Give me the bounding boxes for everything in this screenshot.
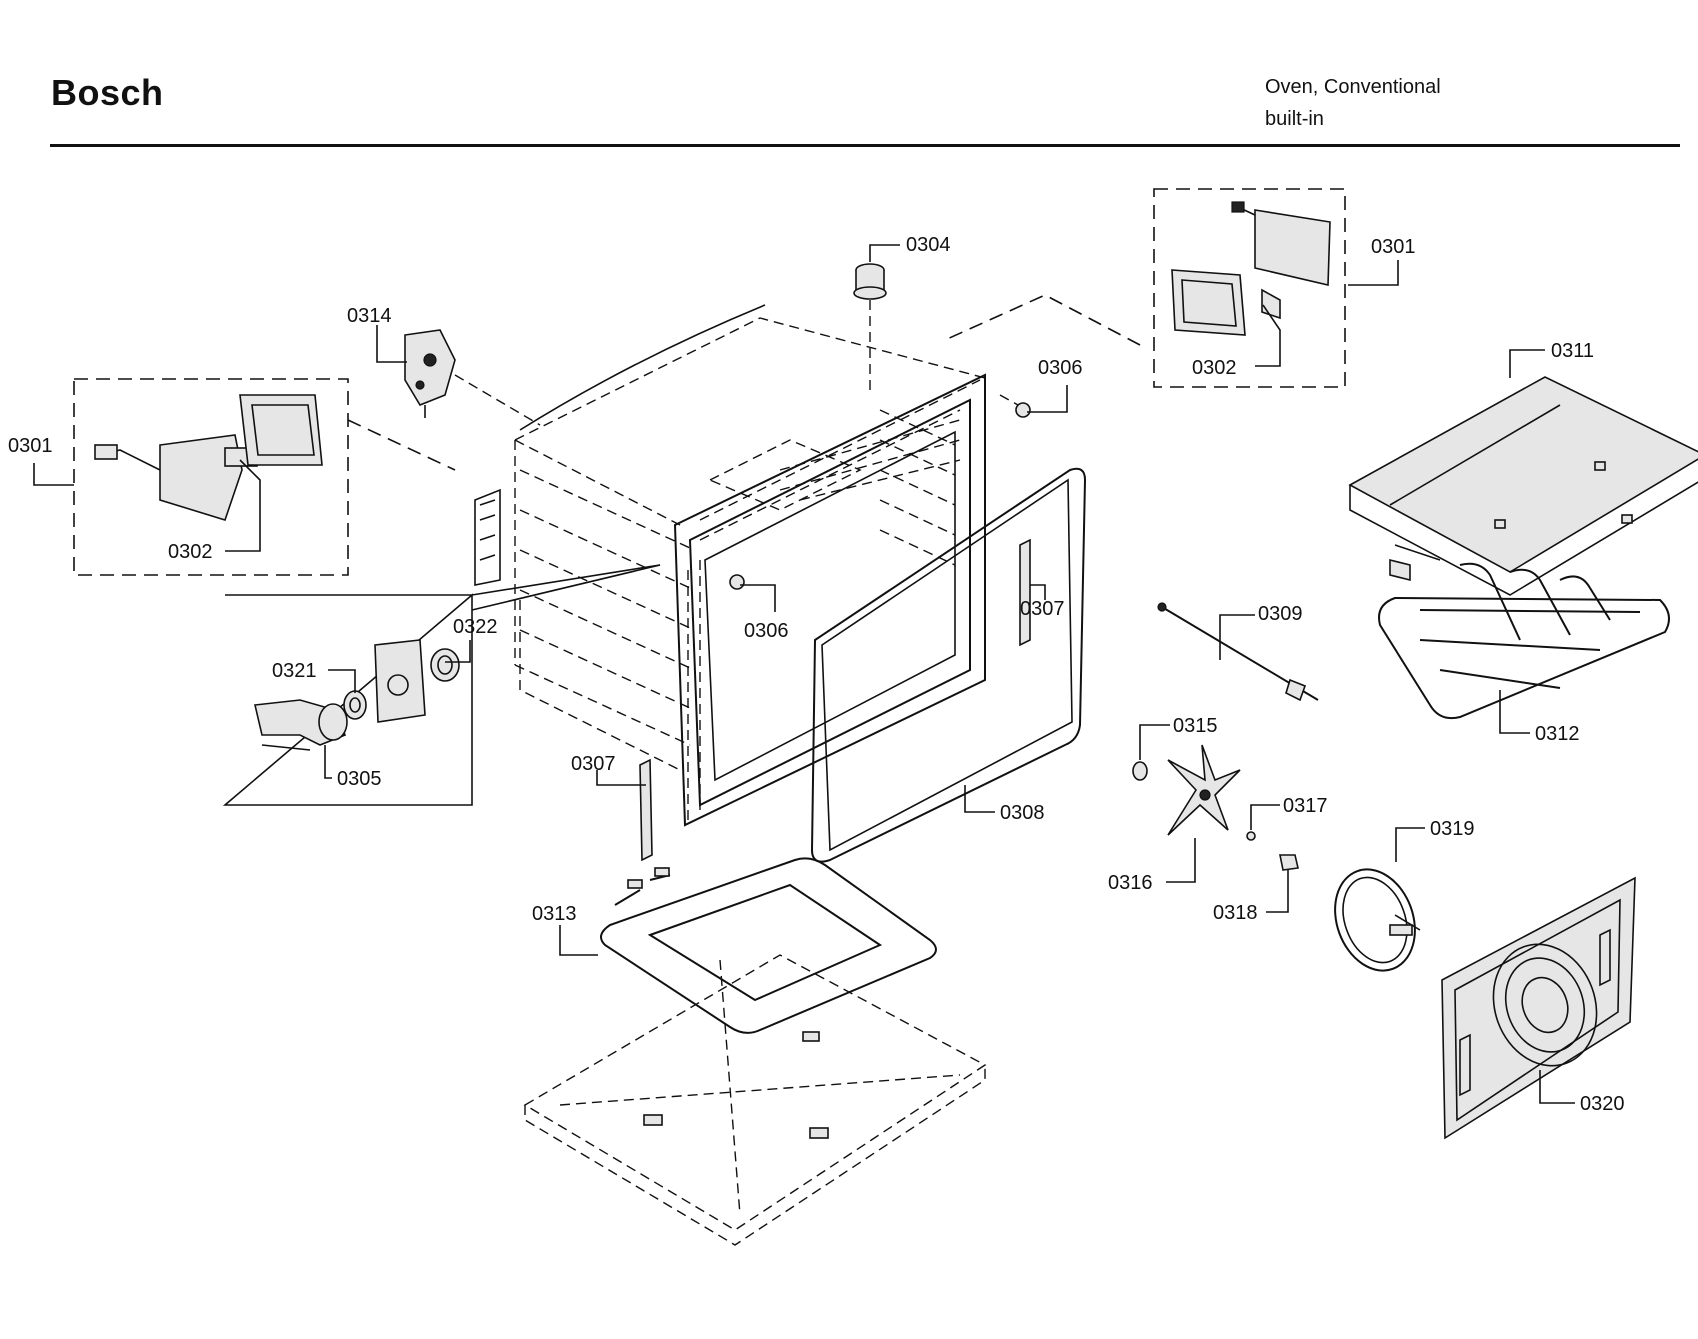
part-0317-washer — [1246, 831, 1256, 841]
part-0301-lamp-housing-left — [94, 434, 243, 521]
part-bottom-tray — [523, 954, 987, 1246]
part-0311-heater-cover — [1348, 376, 1698, 596]
callout-0320: 0320 — [1580, 1093, 1625, 1115]
callout-0302-right: 0302 — [1192, 357, 1237, 379]
callout-0314: 0314 — [347, 305, 392, 327]
part-0322-lamp-ring — [374, 639, 460, 723]
header-divider — [50, 144, 1680, 147]
callout-0305: 0305 — [337, 768, 382, 790]
callout-0321: 0321 — [272, 660, 317, 682]
group-box-right-lamp — [1153, 188, 1346, 388]
leader-lines — [33, 244, 1575, 1104]
callout-0322: 0322 — [453, 616, 498, 638]
part-0309-sensor — [1157, 602, 1319, 702]
callout-0318: 0318 — [1213, 902, 1258, 924]
callout-0306-mid: 0306 — [744, 620, 789, 642]
product-subtype: built-in — [1265, 108, 1324, 130]
product-type: Oven, Conventional — [1265, 76, 1441, 98]
callout-0313: 0313 — [532, 903, 577, 925]
part-0312-broil-element — [1378, 544, 1670, 720]
part-0307-slide-left — [639, 758, 653, 862]
part-0307-slide-right — [1019, 538, 1031, 647]
part-0302-lamp-cover-right — [1171, 269, 1281, 336]
part-0301-lamp-housing-right — [1231, 201, 1331, 287]
callout-0316: 0316 — [1108, 872, 1153, 894]
callout-0307-right: 0307 — [1020, 598, 1065, 620]
part-0306-screw-top — [999, 394, 1031, 418]
callout-0301-left: 0301 — [8, 435, 53, 457]
part-0315-nut — [1132, 761, 1148, 781]
oven-cavity — [474, 304, 986, 827]
callout-0304: 0304 — [906, 234, 951, 256]
part-0316-fan-blade — [1167, 744, 1241, 836]
callout-0308: 0308 — [1000, 802, 1045, 824]
part-0314-lock — [404, 329, 541, 426]
lamp-connector-line-left — [347, 419, 456, 471]
callout-0311: 0311 — [1551, 340, 1594, 362]
callout-0315: 0315 — [1173, 715, 1218, 737]
group-box-left-lamp — [73, 378, 349, 576]
callout-0306-top: 0306 — [1038, 357, 1083, 379]
callout-0317: 0317 — [1283, 795, 1328, 817]
door-seal-inner — [821, 478, 1073, 852]
part-0302-lamp-cover-left — [239, 394, 323, 466]
lamp-connector-line-right — [944, 294, 1141, 346]
part-0319-convection-element — [1334, 868, 1421, 972]
callout-0301-right: 0301 — [1371, 236, 1416, 258]
part-0313-bake-element — [600, 857, 937, 1034]
callout-0319: 0319 — [1430, 818, 1475, 840]
brand-title: Bosch — [51, 72, 164, 113]
part-0320-fan-cover — [1441, 876, 1636, 1140]
part-0305-bulb-socket — [254, 699, 348, 751]
callout-0307-left: 0307 — [571, 753, 616, 775]
part-0318-spacer — [1279, 854, 1299, 871]
callout-0312: 0312 — [1535, 723, 1580, 745]
part-0321-gasket — [343, 690, 367, 720]
callout-0309: 0309 — [1258, 603, 1303, 625]
part-0306-screw-mid — [729, 574, 745, 590]
inset-pointer — [471, 564, 661, 611]
callout-0302-left: 0302 — [168, 541, 213, 563]
part-0304-thermostat — [853, 263, 887, 395]
